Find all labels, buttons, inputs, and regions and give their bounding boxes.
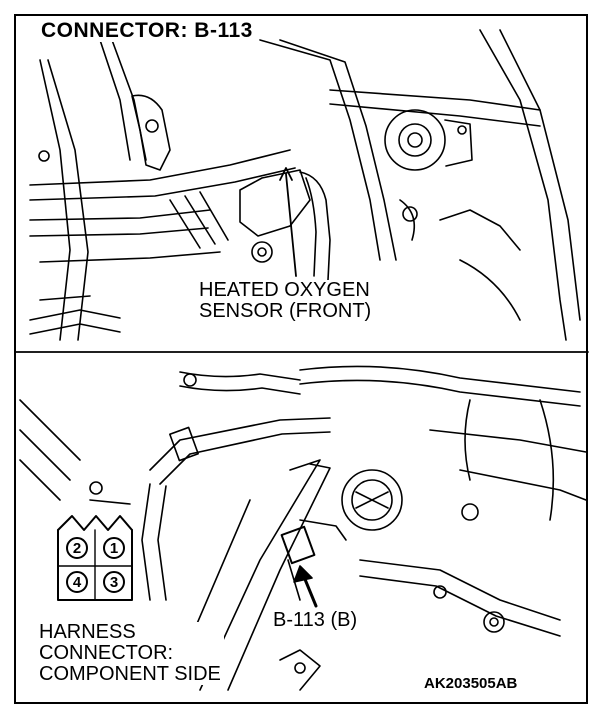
connector-pin-4: 4: [66, 571, 88, 593]
sensor-label-line-1: HEATED OXYGEN: [199, 279, 370, 301]
upper-engine-drawing: [29, 29, 581, 341]
connector-title: CONNECTOR: B-113: [38, 19, 256, 43]
connector-reference-label: B-113 (B): [270, 610, 361, 631]
lower-engine-drawing: [19, 365, 587, 691]
figure-id: AK203505AB: [421, 676, 521, 692]
connector-pin-1: 1: [103, 537, 125, 559]
sensor-label: HEATED OXYGEN SENSOR (FRONT): [196, 279, 375, 322]
harness-label-line-3: COMPONENT SIDE: [39, 663, 221, 685]
connector-pin-3: 3: [103, 571, 125, 593]
harness-label-line-1: HARNESS: [39, 621, 136, 643]
connector-pin-2: 2: [66, 537, 88, 559]
harness-label-line-2: CONNECTOR:: [39, 642, 174, 664]
sensor-label-line-2: SENSOR (FRONT): [199, 300, 372, 322]
harness-connector-label: HARNESS CONNECTOR: COMPONENT SIDE: [36, 622, 224, 685]
